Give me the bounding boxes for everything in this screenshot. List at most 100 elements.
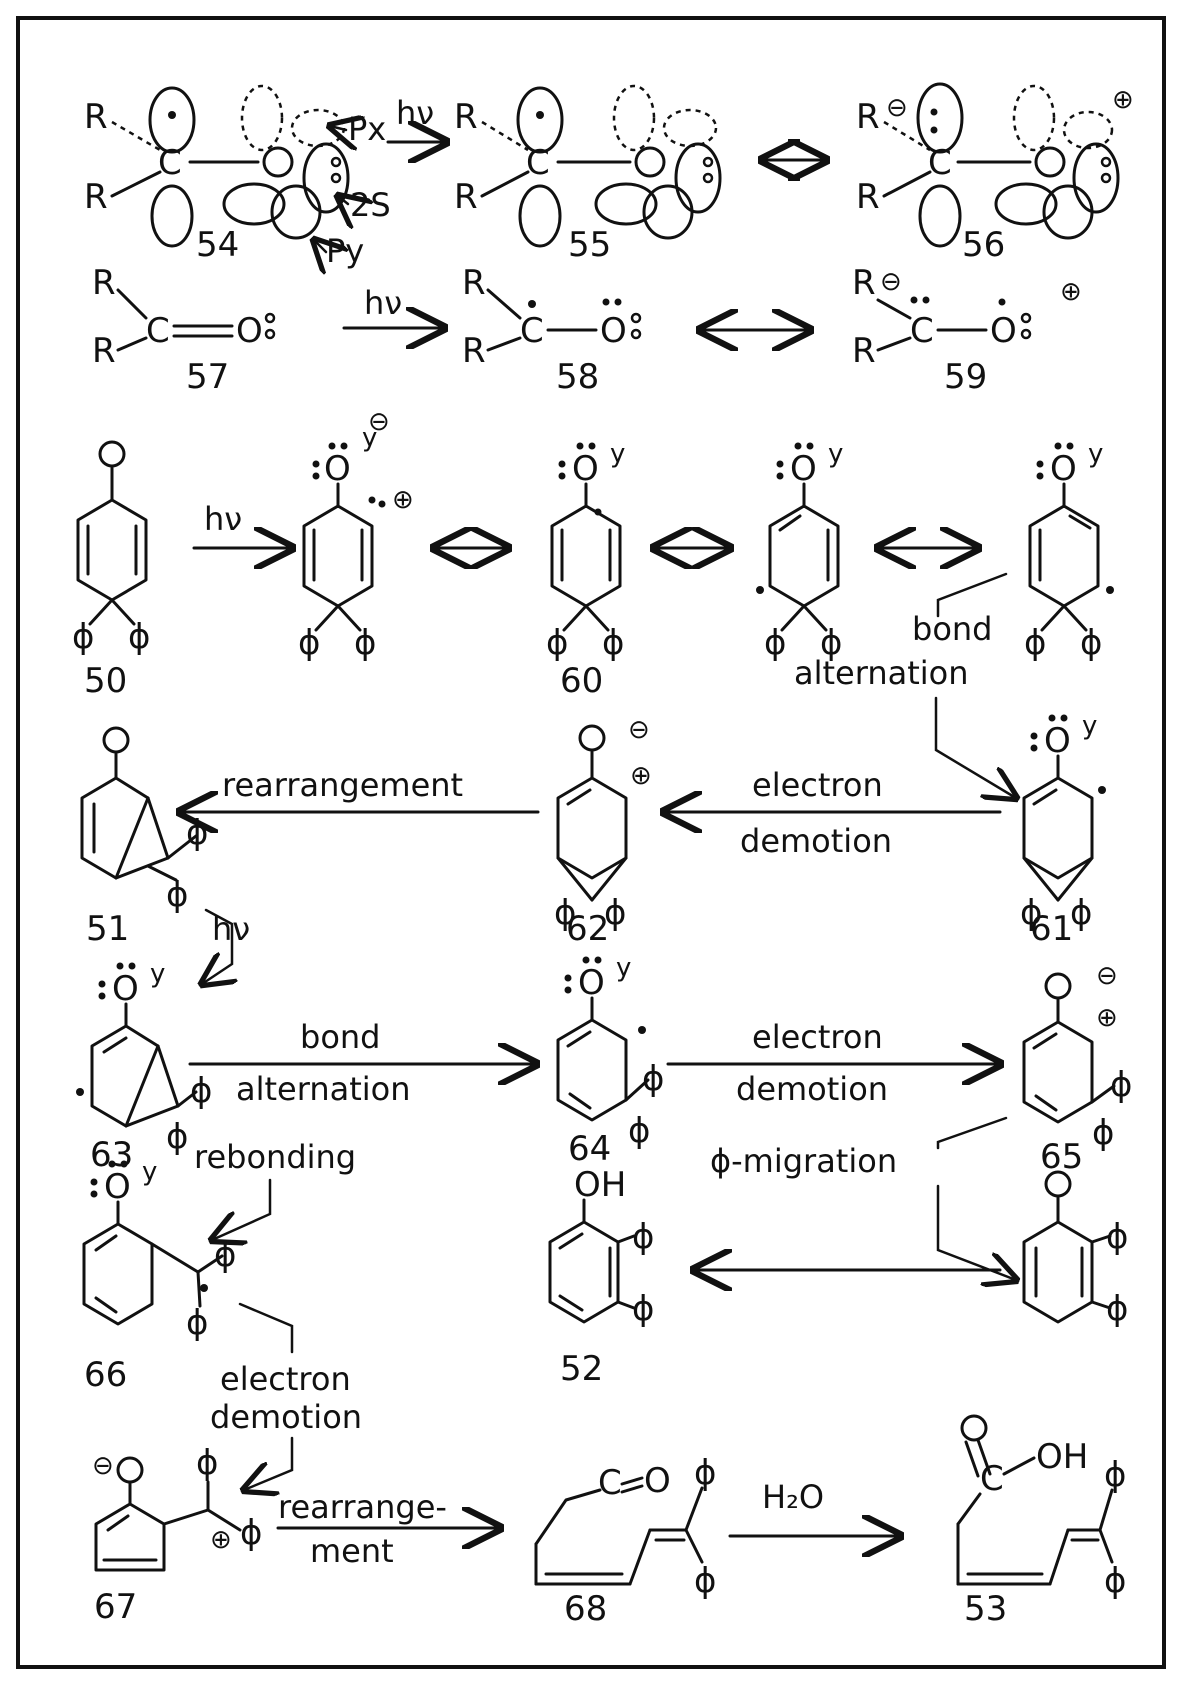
phenyl: ϕ — [1104, 1455, 1126, 1495]
phenyl: ϕ — [632, 1289, 654, 1329]
minus-charge: ⊖ — [368, 407, 390, 437]
label-electron: electron — [752, 1018, 883, 1056]
structure-52: OH ϕ ϕ 52 — [548, 1165, 654, 1389]
phenyl: ϕ — [1080, 623, 1102, 663]
phenyl: ϕ — [764, 623, 786, 663]
atom-r: R — [84, 97, 108, 137]
atom-o: O — [112, 969, 139, 1009]
atom-c: C — [146, 311, 170, 351]
structure-53: C OH ϕ ϕ 53 — [956, 1414, 1126, 1629]
atom-r: R — [852, 263, 876, 303]
phi-migration-arrow-65: ϕ-migration — [710, 1116, 1016, 1280]
resonance-form-d: O y ϕ ϕ — [1024, 439, 1114, 663]
atom-r: R — [84, 177, 108, 217]
plus-charge: ⊕ — [210, 1525, 232, 1555]
atom-c: C — [980, 1459, 1004, 1499]
label-hv: hν — [204, 500, 242, 538]
phenyl: ϕ — [166, 875, 188, 915]
compound-number-59: 59 — [944, 357, 987, 397]
structure-58: R R C O 58 — [462, 263, 642, 397]
structure-68: C O ϕ ϕ 68 — [534, 1453, 716, 1629]
rebonding-arrow-63-66: rebonding — [194, 1138, 356, 1240]
y-orbital: y — [1082, 711, 1097, 741]
compound-number-58: 58 — [556, 357, 599, 397]
zwitterion-form: O y ⊖ ⊕ ϕ ϕ — [298, 407, 414, 663]
structure-57: R R C O 57 — [92, 263, 276, 397]
phenyl: ϕ — [298, 623, 320, 663]
phenyl: ϕ — [820, 623, 842, 663]
compound-number-67: 67 — [94, 1587, 137, 1627]
structure-64: O y ϕ ϕ 64 — [556, 953, 664, 1169]
label-electron: electron — [220, 1360, 351, 1398]
electron-demotion-arrow-61-62: electron demotion — [664, 766, 1002, 860]
phenyl: ϕ — [604, 893, 626, 933]
atom-o: O — [236, 311, 263, 351]
minus-charge: ⊖ — [1096, 961, 1118, 991]
compound-number-55: 55 — [568, 225, 611, 265]
label-alternation: alternation — [794, 654, 969, 692]
phenyl: ϕ — [1104, 1561, 1126, 1601]
structure-59: R ⊖ R C O ⊕ 59 — [852, 263, 1082, 397]
compound-number-66: 66 — [84, 1355, 127, 1395]
resonance-form-c: O y ϕ ϕ — [756, 439, 843, 663]
phenyl: ϕ — [1024, 623, 1046, 663]
orbital-55: R R C 55 — [454, 84, 722, 265]
compound-number-61: 61 — [1030, 909, 1073, 949]
label-demotion: demotion — [736, 1070, 888, 1108]
electron-demotion-arrow-66-67: electron demotion — [210, 1302, 362, 1490]
atom-r: R — [462, 331, 486, 371]
label-rearrangement-b: ment — [310, 1532, 394, 1570]
plus-charge: ⊕ — [1112, 85, 1134, 115]
hv-arrow-57-58: hν — [342, 284, 444, 328]
phenyl: ϕ — [632, 1217, 654, 1257]
hydroxyl: OH — [574, 1165, 626, 1205]
orbital-56: R ⊖ R C ⊕ 56 — [856, 82, 1134, 265]
phenyl: ϕ — [72, 617, 94, 657]
label-bond: bond — [912, 610, 992, 648]
label-bond: bond — [300, 1018, 380, 1056]
compound-number-62: 62 — [566, 909, 609, 949]
structure-51: ϕ ϕ 51 — [80, 726, 208, 949]
label-phi-migration: ϕ-migration — [710, 1142, 897, 1180]
electron-demotion-arrow-64-65: electron demotion — [666, 1018, 1000, 1108]
rearrangement-arrow-67-68: rearrange- ment — [276, 1488, 500, 1570]
atom-r: R — [92, 331, 116, 371]
y-orbital: y — [362, 423, 377, 453]
atom-o: O — [790, 449, 817, 489]
phenyl: ϕ — [1110, 1065, 1132, 1105]
atom-r: R — [856, 97, 880, 137]
atom-c: C — [910, 311, 934, 351]
phenyl: ϕ — [166, 1117, 188, 1157]
label-rebonding: rebonding — [194, 1138, 356, 1176]
compound-number-53: 53 — [964, 1589, 1007, 1629]
phenyl: ϕ — [186, 813, 208, 853]
y-orbital: y — [610, 439, 625, 469]
compound-number-63: 63 — [90, 1135, 133, 1175]
atom-o: O — [324, 449, 351, 489]
structure-50: ϕ ϕ 50 — [72, 440, 150, 701]
orbital-54: R R C Px 2S Py 54 — [84, 84, 391, 270]
phenyl: ϕ — [642, 1059, 664, 1099]
structure-60: O y ϕ ϕ 60 — [546, 439, 625, 701]
compound-number-51: 51 — [86, 909, 129, 949]
phenyl: ϕ — [128, 617, 150, 657]
atom-o: O — [572, 449, 599, 489]
label-electron: electron — [752, 766, 883, 804]
compound-number-56: 56 — [962, 225, 1005, 265]
atom-o: O — [578, 963, 605, 1003]
atom-r: R — [852, 331, 876, 371]
phenyl: ϕ — [354, 623, 376, 663]
compound-number-50: 50 — [84, 661, 127, 701]
y-orbital: y — [142, 1157, 157, 1187]
compound-number-52: 52 — [560, 1349, 603, 1389]
atom-r: R — [454, 97, 478, 137]
atom-o: O — [990, 311, 1017, 351]
label-2s: 2S — [350, 186, 391, 224]
structure-61: O y ϕ ϕ 61 — [1020, 711, 1106, 949]
atom-o: O — [600, 311, 627, 351]
compound-number-64: 64 — [568, 1129, 611, 1169]
structure-67: ⊖ ϕ ⊕ ϕ 67 — [92, 1443, 262, 1627]
phenyl: ϕ — [186, 1303, 208, 1343]
structure-dienone: ϕ ϕ — [1022, 1170, 1128, 1329]
